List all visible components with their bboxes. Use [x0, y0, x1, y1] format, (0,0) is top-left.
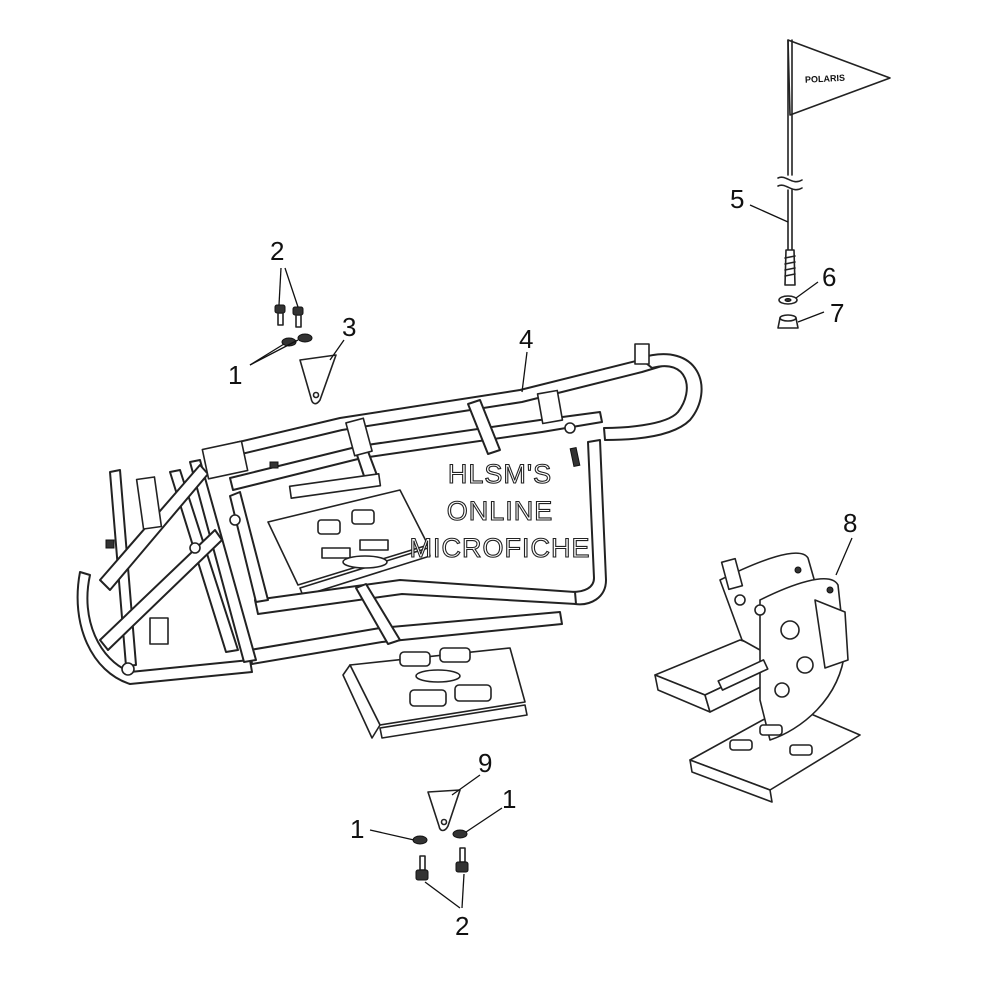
- bolt-icon: [274, 304, 286, 326]
- watermark-line-3: MICROFICHE: [410, 533, 591, 563]
- frame-tubes: [76, 343, 703, 685]
- safety-flag-assembly: POLARIS: [777, 39, 891, 329]
- callout-5: 5: [730, 184, 744, 214]
- gusset-bracket-icon: [427, 789, 461, 832]
- rear-floor-plate: [267, 489, 431, 597]
- callout-7: 7: [830, 298, 844, 328]
- callout-6: 6: [822, 262, 836, 292]
- front-floor-plate: [342, 647, 528, 739]
- washer-icon: [297, 333, 313, 343]
- frame-assembly: [76, 343, 703, 739]
- leader-lines: [249, 204, 853, 909]
- callout-3: 3: [342, 312, 356, 342]
- washer-icon: [281, 337, 297, 347]
- gusset-bracket-icon: [299, 354, 337, 405]
- bottom-bolt-group: [412, 789, 469, 881]
- callout-1-bottom-left: 1: [350, 814, 364, 844]
- top-bolt-group: [274, 304, 337, 405]
- callout-1-bottom-right: 1: [502, 784, 516, 814]
- flag-brand-text: POLARIS: [805, 73, 845, 85]
- bolt-icon: [292, 306, 304, 328]
- flag-pennant: [787, 39, 891, 116]
- watermark-line-2: ONLINE: [447, 496, 554, 526]
- watermark-line-1: HLSM'S: [448, 459, 552, 489]
- callout-8: 8: [843, 508, 857, 538]
- callout-1-top: 1: [228, 360, 242, 390]
- bolt-icon: [455, 847, 469, 873]
- callout-4: 4: [519, 324, 533, 354]
- callout-9: 9: [478, 748, 492, 778]
- callout-labels: 2 3 1 4 5 6 7 8 9 1 1 2: [228, 184, 857, 941]
- watermark: HLSM'S ONLINE MICROFICHE: [409, 458, 591, 563]
- callout-2-top: 2: [270, 236, 284, 266]
- washer-icon: [452, 829, 468, 839]
- flag-thread: [784, 255, 796, 277]
- washer-icon: [412, 835, 428, 845]
- bolt-icon: [415, 855, 429, 881]
- callout-2-bottom: 2: [455, 911, 469, 941]
- footwell-bracket-assembly: [654, 552, 861, 803]
